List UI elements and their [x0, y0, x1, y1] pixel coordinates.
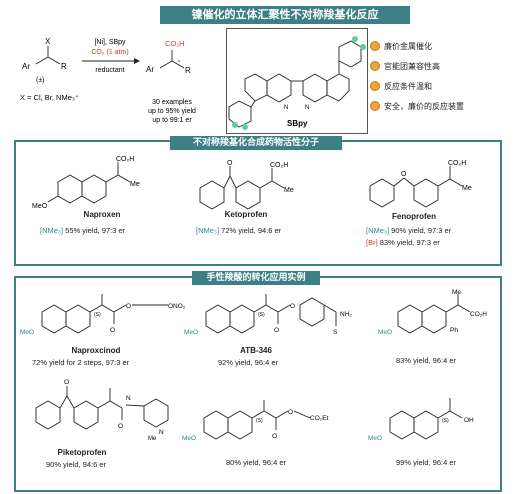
naproxcinod-name: Naproxcinod — [71, 346, 121, 355]
piketoprofen-n-pyridine: N — [159, 429, 164, 436]
naproxen-yield: [NMe₃] 55% yield, 97:3 er — [40, 226, 126, 235]
acid-ph: Ph — [450, 327, 458, 334]
racemic-label: (±) — [36, 77, 45, 84]
condition-catalyst: [Ni], SBpy — [94, 39, 126, 46]
ligand-box: N N SBpy — [226, 28, 368, 134]
stat-er: up to 99:1 er — [152, 117, 192, 124]
section1-structures: CO₂H Me MeO O CO₂H Me O CO₂H Me — [32, 156, 472, 210]
atb346-nh2: NH₂ — [340, 311, 352, 318]
page-title: 镍催化的立体汇聚性不对称羧基化反应 — [160, 6, 410, 24]
ester-co2et: CO₂Et — [310, 415, 329, 422]
x-definition: X = Cl, Br, NMe₃⁺ — [20, 93, 79, 102]
naproxcinod-o-carbonyl: O — [110, 327, 115, 334]
naproxen-co2h: CO₂H — [116, 156, 134, 163]
ester-o-carbonyl: O — [272, 433, 277, 440]
atb346-o-ester: O — [290, 303, 295, 310]
reaction-scheme: X Ar R (±) X = Cl, Br, NMe₃⁺ [Ni], SBpy … — [20, 37, 196, 124]
naproxen-meo: MeO — [32, 203, 48, 210]
atb346-yield: 92% yield, 96:4 er — [218, 358, 279, 367]
atb346-o-carbonyl: O — [274, 327, 279, 334]
feature-item: 安全，廉价的反应装置 — [370, 96, 510, 116]
section2-structures: MeO (S) O O ONO₂ MeO (S) O O NH₂ S MeO M… — [20, 289, 487, 442]
bullet-icon — [370, 41, 380, 51]
sbpy-structure: N N SBpy — [228, 36, 366, 130]
alcohol-yield: 99% yield, 96:4 er — [396, 458, 457, 467]
fenoprofen-yield-br: [Br] 83% yield, 97:3 er — [366, 238, 440, 247]
ketoprofen-name: Ketoprofen — [224, 210, 268, 219]
naproxcinod-meo: MeO — [20, 329, 34, 336]
acid-co2h: CO₂H — [470, 311, 487, 318]
atb346-s: S — [333, 329, 338, 336]
stat-examples: 30 examples — [152, 99, 192, 106]
ketoprofen-co2h: CO₂H — [270, 162, 288, 169]
feature-item: 官能团兼容性高 — [370, 56, 510, 76]
atb346-meo: MeO — [184, 329, 198, 336]
section1-title: 不对称羧基化合成药物活性分子 — [170, 136, 342, 150]
product-star: * — [178, 60, 180, 66]
naproxcinod-stereo: (S) — [94, 312, 101, 318]
section-drug-synthesis — [14, 140, 502, 266]
atom-r: R — [61, 62, 67, 71]
naproxcinod-yield: 72% yield for 2 steps, 97:3 er — [32, 358, 130, 367]
section-applications — [14, 276, 502, 492]
atom-ar: Ar — [22, 62, 30, 71]
stat-yield: up to 95% yield — [148, 108, 196, 115]
naproxcinod-ono2: ONO₂ — [168, 303, 186, 310]
ester-meo: MeO — [182, 435, 196, 442]
alcohol-stereo: (S) — [442, 418, 449, 424]
feature-item: 廉价金属催化 — [370, 36, 510, 56]
piketoprofen-name: Piketoprofen — [57, 448, 107, 457]
condition-co2: CO₂ (1 atm) — [91, 49, 128, 56]
acid-yield: 83% yield, 96:4 er — [396, 356, 457, 365]
ester-o: O — [288, 409, 293, 416]
atb346-stereo: (S) — [258, 312, 265, 318]
ester-yield: 80% yield, 96:4 er — [226, 458, 287, 467]
ketoprofen-yield: [NMe₃] 72% yield, 94:6 er — [196, 226, 282, 235]
fenoprofen-o: O — [401, 171, 407, 178]
fenoprofen-co2h: CO₂H — [448, 160, 466, 167]
piketoprofen-me: Me — [148, 436, 157, 442]
piketoprofen-o-amide: O — [118, 423, 123, 430]
acid-meo: MeO — [378, 329, 392, 336]
naproxcinod-o-ester: O — [126, 303, 131, 310]
product-ar: Ar — [146, 65, 154, 74]
feature-item: 反应条件温和 — [370, 76, 510, 96]
atb346-name: ATB-346 — [240, 346, 272, 355]
ligand-name: SBpy — [287, 119, 308, 128]
section2-title: 手性羧酸的转化应用实例 — [192, 271, 320, 285]
sbpy-n-left: N — [284, 105, 288, 111]
acid-me: Me — [452, 289, 461, 296]
ester-stereo: (S) — [256, 418, 263, 424]
piketoprofen-o-ketone: O — [64, 379, 69, 386]
piketoprofen-yield: 90% yield, 94:6 er — [46, 460, 107, 469]
product-r: R — [185, 66, 191, 75]
bullet-icon — [370, 101, 380, 111]
naproxen-me: Me — [130, 181, 140, 188]
naproxen-name: Naproxen — [83, 210, 121, 219]
bullet-icon — [370, 81, 380, 91]
sbpy-n-right: N — [305, 105, 309, 111]
bullet-icon — [370, 61, 380, 71]
feature-list: 廉价金属催化 官能团兼容性高 反应条件温和 安全，廉价的反应装置 — [370, 36, 510, 116]
condition-reductant: reductant — [95, 67, 124, 74]
alcohol-oh: OH — [464, 417, 474, 424]
ketoprofen-o: O — [227, 160, 233, 167]
fenoprofen-name: Fenoprofen — [392, 212, 436, 221]
alcohol-meo: MeO — [368, 435, 382, 442]
piketoprofen-nh: N — [126, 395, 131, 402]
fenoprofen-me: Me — [462, 185, 472, 192]
fenoprofen-yield-nme3: [NMe₃] 90% yield, 97:3 er — [366, 226, 452, 235]
atom-x: X — [45, 37, 51, 46]
product-co2h: CO₂H — [165, 39, 185, 48]
ketoprofen-me: Me — [284, 187, 294, 194]
